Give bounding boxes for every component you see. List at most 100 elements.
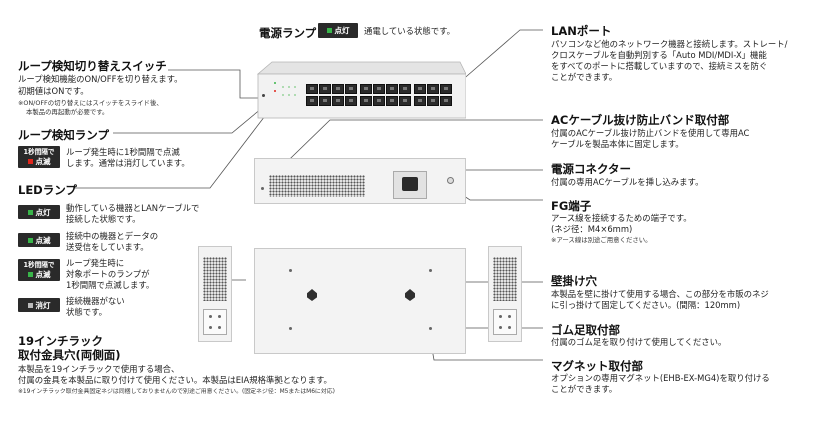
lan-port [386, 96, 398, 106]
wall-mount-hole-icon [405, 289, 415, 301]
rubber-desc: 付属のゴム足を取り付けて使用してください。 [551, 337, 727, 347]
leader-lan-port [459, 29, 543, 83]
rack-desc2: 付属の金具を本製品に取り付けて使用ください。本製品はEIA規格準拠となります。 [18, 375, 332, 385]
rubber-foot-mount [429, 269, 432, 272]
lan-port [345, 96, 357, 106]
lan-port [399, 96, 411, 106]
rack-screw-hole [209, 326, 212, 329]
lan-port [373, 96, 385, 106]
rack-screw-hole [218, 315, 221, 318]
led-badge-off: 消灯 [18, 298, 60, 312]
lan-port [345, 84, 357, 94]
power-connector-desc: 付属の専用ACケーブルを挿し込みます。 [551, 177, 704, 187]
rack-title1: 19インチラック [18, 334, 104, 348]
fg-title: FG端子 [551, 199, 592, 213]
fg-terminal-icon [447, 177, 454, 184]
rack-screw-hole [209, 315, 212, 318]
switch-left-side [198, 246, 232, 342]
lan-port [306, 96, 318, 106]
led-blink-desc1: 接続中の機器とデータの [66, 231, 159, 241]
leader-loop-lamp [113, 107, 263, 134]
lan-port [427, 84, 439, 94]
lan-port [414, 84, 426, 94]
wall-title: 壁掛け穴 [551, 274, 597, 288]
power-connector-title: 電源コネクター [551, 162, 632, 176]
switch-front-view [252, 60, 466, 120]
rack-title2: 取付金具穴(両側面) [18, 348, 121, 362]
lan-port [386, 84, 398, 94]
lan-port-desc3: をすべてのポートに搭載していますので、接続ミスを防ぐ [551, 61, 768, 71]
wall-desc2: に引っ掛けて固定してください。(間隔：120mm) [551, 300, 741, 310]
led-on-desc1: 動作している機器とLANケーブルで [66, 203, 200, 213]
ac-band-title: ACケーブル抜け防止バンド取付部 [551, 113, 730, 127]
lan-port [332, 96, 344, 106]
rack-bracket-holes [493, 309, 517, 335]
leader-led-lamp [73, 111, 269, 189]
rack-screw-hole [499, 326, 502, 329]
port-led-icon [288, 86, 290, 88]
lan-port-title: LANポート [551, 24, 612, 38]
magnet-desc1: オプションの専用マグネット(EHB-EX-MG4)を取り付ける [551, 373, 770, 383]
rack-screw-hole [499, 315, 502, 318]
vent-grille [203, 257, 227, 301]
lan-port [360, 84, 372, 94]
lan-port [360, 96, 372, 106]
lan-port-desc4: ことができます。 [551, 72, 618, 82]
port-led-icon [282, 86, 284, 88]
loop-switch-note2: 本製品の再起動が必要です。 [26, 108, 109, 116]
rack-screw-hole [508, 326, 511, 329]
blinking-green-light-icon [27, 237, 33, 243]
vent-grille [269, 175, 365, 197]
magnet-title: マグネット取付部 [551, 359, 643, 373]
switch-rear-view [254, 158, 466, 204]
loop-led-icon [274, 90, 276, 92]
power-lamp-badge: 点灯 [318, 23, 358, 38]
led-lamp-title: LEDランプ [18, 183, 77, 197]
lan-port [332, 84, 344, 94]
led-loop-desc1: ループ発生時に [66, 258, 125, 268]
led-panel [274, 82, 302, 110]
loop-switch-desc1: ループ検知機能のON/OFFを切り替えます。 [18, 74, 183, 84]
fg-desc1: アース線を接続するための端子です。 [551, 213, 692, 223]
magnet-mount [429, 327, 432, 330]
loop-switch-desc2: 初期値はONです。 [18, 86, 89, 96]
rack-screw-hole [218, 326, 221, 329]
led-on-desc2: 接続した状態です。 [66, 214, 141, 224]
lan-port-block [306, 84, 462, 110]
lan-port [306, 84, 318, 94]
loop-switch-note1: ※ON/OFFの切り替えにはスイッチをスライド後、 [18, 99, 163, 107]
led-off-desc2: 状態です。 [66, 307, 108, 317]
blinking-green-light-icon [27, 272, 33, 277]
wall-mount-hole-icon [307, 289, 317, 301]
lan-port [440, 96, 452, 106]
green-light-icon [326, 28, 332, 33]
loop-lamp-desc1: ループ発生時に1秒間隔で点滅 [66, 147, 180, 157]
leader-loop-switch [168, 69, 258, 99]
lan-port [427, 96, 439, 106]
ac-band-desc1: 付属のACケーブル抜け防止バンドを使用して専用AC [551, 128, 750, 138]
led-badge-on: 点灯 [18, 205, 60, 219]
rubber-title: ゴム足取付部 [551, 323, 620, 337]
loop-lamp-badge: 1秒間隔で 点滅 [18, 146, 60, 168]
rack-desc1: 本製品を19インチラックで使用する場合、 [18, 364, 180, 374]
loop-switch-title: ループ検知切り替えスイッチ [18, 59, 167, 73]
lan-port [414, 96, 426, 106]
wall-desc1: 本製品を壁に掛けて使用する場合、この部分を市販のネジ [551, 289, 769, 299]
green-light-icon [27, 209, 33, 215]
port-led-icon [288, 94, 290, 96]
power-lamp-title: 電源ランプ [259, 26, 317, 40]
led-blink-desc2: 送受信をしています。 [66, 242, 149, 252]
led-badge-blink: 点滅 [18, 233, 60, 247]
loop-switch-slider [262, 94, 265, 97]
led-loop-desc2: 対象ポートのランプが [66, 269, 150, 279]
led-badge-loop: 1秒間隔で 点滅 [18, 259, 60, 281]
magnet-mount [289, 327, 292, 330]
power-socket-icon [402, 177, 418, 191]
port-led-icon [294, 86, 296, 88]
power-led-icon [274, 82, 276, 84]
power-connector [393, 171, 427, 199]
lan-port [373, 84, 385, 94]
led-loop-desc3: 1秒間隔で点滅します。 [66, 280, 155, 290]
lan-port [319, 96, 331, 106]
magnet-desc2: ことができます。 [551, 384, 618, 394]
